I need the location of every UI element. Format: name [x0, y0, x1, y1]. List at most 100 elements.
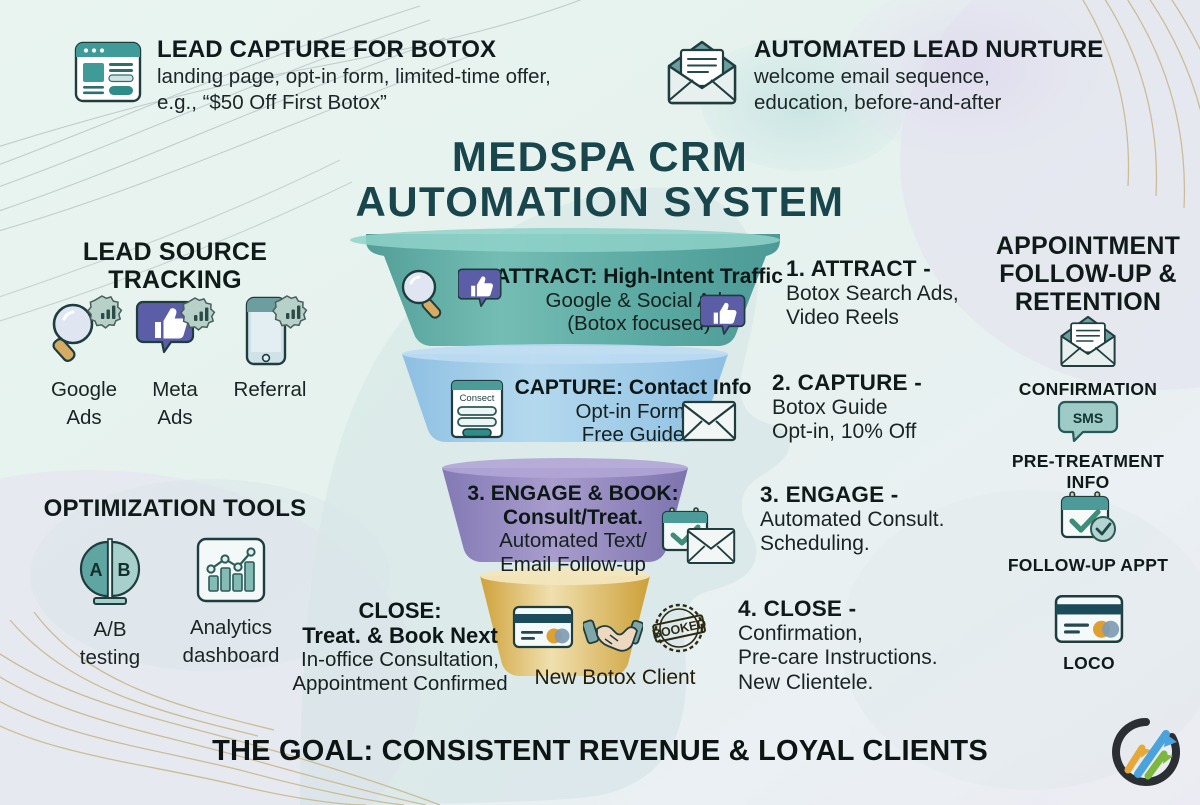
banner-subtitle-line2: e.g., “$50 Off First Botox” [157, 90, 387, 114]
tier-engage-line2: Automated Text/ [499, 529, 647, 553]
tier-capture-text: CAPTURE: Contact Info Opt-in Form, Free … [498, 376, 768, 446]
tier-engage-text: 3. ENGAGE & BOOK: Consult/Treat. Automat… [442, 482, 704, 576]
retention-heading-line3: RETENTION [1014, 288, 1162, 316]
optimization-analytics-dashboard[interactable]: Analytics dashboard [168, 536, 294, 668]
tier-attract-headline: ATTRACT: High-Intent Traffic [495, 265, 783, 288]
lead-source-heading-line1: LEAD SOURCE [82, 238, 268, 266]
credit-card-icon [1054, 595, 1124, 643]
tier-capture-line2: Opt-in Form, [575, 399, 691, 423]
tile-label: LOCO [1063, 653, 1115, 673]
tile-label-line1: Meta [152, 378, 198, 401]
banner-subtitle-line1: welcome email sequence, [754, 65, 990, 88]
svg-text:A: A [90, 560, 103, 580]
banner-title: LEAD CAPTURE FOR BOTOX [157, 36, 497, 63]
step-1-attract: 1. ATTRACT - Botox Search Ads, Video Ree… [786, 256, 986, 331]
calendar-check-circle-icon [1060, 491, 1116, 542]
step-line2: Scheduling. [760, 532, 870, 556]
step-heading: 4. CLOSE - [738, 596, 857, 621]
tile-label-line1: A/B [93, 618, 127, 641]
tier-attract-line2: Google & Social Ads [545, 288, 733, 312]
tile-label-line1: Analytics [189, 616, 273, 639]
smartphone-badge-icon [245, 295, 308, 366]
retention-heading-line2: FOLLOW-UP & [999, 260, 1177, 288]
thumbs-up-bubble-icon [458, 268, 502, 308]
tier-capture-headline: CAPTURE: Contact Info [514, 376, 752, 399]
thumbs-up-badge-icon [135, 297, 216, 354]
step-line1: Automated Consult. [760, 507, 945, 531]
retention-confirmation[interactable]: CONFIRMATION [1004, 312, 1172, 400]
tile-label-line2: Ads [66, 406, 102, 430]
step-3-engage: 3. ENGAGE - Automated Consult. Schedulin… [760, 482, 970, 557]
optimization-ab-testing[interactable]: A B A/B testing [58, 536, 162, 670]
lead-source-meta-ads[interactable]: Meta Ads [127, 292, 223, 430]
close-label-line3: In-office Consultation, [301, 648, 499, 672]
step-line2: Pre-care Instructions. [738, 646, 938, 670]
credit-card-icon [512, 605, 574, 649]
tile-label: CONFIRMATION [1018, 379, 1158, 399]
step-heading: 1. ATTRACT - [786, 256, 931, 281]
page-title-line2: AUTOMATION SYSTEM [355, 178, 845, 226]
tile-label-line1: PRE-TREATMENT [1011, 451, 1165, 471]
lead-source-google-ads[interactable]: Google Ads [32, 292, 136, 430]
tile-label-line2: Ads [157, 406, 193, 430]
retention-pre-treatment-info[interactable]: SMS PRE-TREATMENT INFO [994, 400, 1182, 493]
new-client-caption: New Botox Client [534, 666, 696, 689]
open-envelope-icon [667, 40, 737, 105]
magnifier-icon [401, 269, 442, 319]
optimization-tools-heading: OPTIMIZATION TOOLS [20, 495, 330, 523]
funnel-tier-engage[interactable] [442, 458, 688, 562]
retention-heading-line1: APPOINTMENT [995, 232, 1181, 260]
lead-source-referral[interactable]: Referral [218, 292, 322, 401]
lead-source-heading: LEAD SOURCE TRACKING [40, 238, 310, 294]
page-title: MEDSPA CRM AUTOMATION SYSTEM [0, 134, 1200, 225]
analytics-chart-icon [196, 537, 266, 603]
tile-label: FOLLOW-UP APPT [1007, 555, 1169, 575]
retention-follow-up-appt[interactable]: FOLLOW-UP APPT [996, 490, 1180, 576]
tile-label-line1: Google [50, 378, 118, 401]
step-heading: 2. CAPTURE - [772, 370, 922, 395]
close-label-line1: CLOSE: [358, 598, 442, 623]
tile-label-line2: dashboard [182, 644, 280, 668]
retention-loco[interactable]: LOCO [1014, 594, 1164, 674]
thumbs-up-bubble-icon [700, 294, 746, 335]
step-4-close: 4. CLOSE - Confirmation, Pre-care Instru… [738, 596, 973, 695]
envelope-icon [681, 400, 737, 442]
handshake-icon [583, 619, 643, 652]
magnifier-badge-icon [52, 295, 123, 362]
tier-attract-line3: (Botox focused) [567, 312, 711, 336]
banner-title: AUTOMATED LEAD NURTURE [754, 36, 1104, 63]
ab-test-icon: A B [79, 538, 141, 605]
lead-source-heading-line2: TRACKING [108, 266, 242, 294]
tier-capture-line3: Free Guide [581, 423, 685, 447]
tier-attract-text: ATTRACT: High-Intent Traffic Google & So… [494, 265, 784, 335]
banner-subtitle-line2: education, before-and-after [754, 90, 1002, 114]
sms-badge-text: SMS [1073, 410, 1103, 426]
page-title-line1: MEDSPA CRM [451, 133, 749, 180]
opt-in-form-icon: Consect [450, 379, 504, 439]
step-line2: Opt-in, 10% Off [772, 420, 917, 444]
close-label-line2: Treat. & Book Next [302, 623, 498, 649]
step-line2: Video Reels [786, 306, 899, 330]
close-label-line4: Appointment Confirmed [292, 671, 508, 695]
tier-engage-headline: 3. ENGAGE & BOOK: [467, 482, 679, 505]
tier-engage-line3: Email Follow-up [500, 552, 646, 576]
tile-label-line2: INFO [1066, 472, 1110, 492]
open-envelope-icon [1060, 315, 1116, 367]
optimization-tools-heading-text: OPTIMIZATION TOOLS [43, 495, 307, 522]
close-label: CLOSE: Treat. & Book Next In-office Cons… [276, 598, 524, 695]
booked-stamp-icon: BOOKED [651, 603, 708, 653]
top-banner-lead-nurture: AUTOMATED LEAD NURTURE welcome email seq… [663, 36, 1103, 115]
browser-window-icon [74, 41, 142, 103]
form-label: Consect [460, 393, 495, 404]
tier-engage-headline2: Consult/Treat. [502, 505, 644, 529]
svg-text:B: B [118, 560, 131, 580]
banner-subtitle-line1: landing page, opt-in form, limited-time … [157, 65, 551, 88]
arrows-circle-logo[interactable] [1108, 714, 1184, 790]
funnel-tier-attract[interactable] [350, 228, 780, 346]
step-line1: Botox Guide [772, 395, 888, 419]
goal-banner: THE GOAL: CONSISTENT REVENUE & LOYAL CLI… [212, 735, 988, 767]
retention-heading: APPOINTMENT FOLLOW-UP & RETENTION [980, 232, 1196, 316]
tile-label-line2: testing [79, 646, 141, 670]
